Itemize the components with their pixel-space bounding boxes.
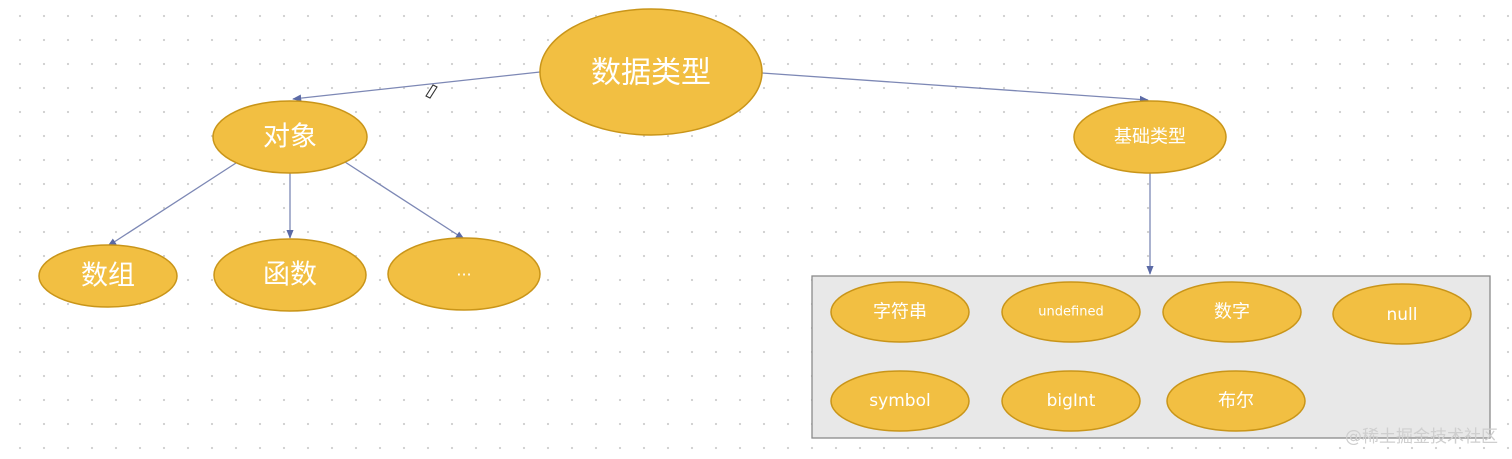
edge-object-more [344, 161, 465, 240]
node-object-label: 对象 [263, 122, 317, 153]
node-bigint-label: bigInt [1047, 391, 1096, 411]
node-bigint[interactable]: bigInt [1001, 370, 1141, 432]
node-basic-types-label: 基础类型 [1114, 127, 1186, 148]
node-null-label: null [1387, 305, 1418, 325]
node-null[interactable]: null [1332, 283, 1472, 345]
node-object[interactable]: 对象 [212, 100, 368, 174]
node-number-label: 数字 [1214, 302, 1250, 323]
node-symbol-label: symbol [869, 391, 930, 411]
node-more[interactable]: ... [387, 237, 541, 311]
node-root-label: 数据类型 [591, 56, 711, 91]
node-basic-types[interactable]: 基础类型 [1073, 100, 1227, 174]
node-string[interactable]: 字符串 [830, 281, 970, 343]
node-more-label: ... [456, 261, 471, 280]
node-boolean-label: 布尔 [1218, 391, 1254, 412]
edge-root-object [292, 71, 541, 102]
pen-cursor-icon [425, 84, 438, 99]
node-undefined[interactable]: undefined [1001, 281, 1141, 343]
node-root[interactable]: 数据类型 [539, 8, 763, 136]
node-array-label: 数组 [81, 261, 135, 292]
node-boolean[interactable]: 布尔 [1166, 370, 1306, 432]
node-number[interactable]: 数字 [1162, 281, 1302, 343]
edge-object-array [107, 162, 237, 247]
node-string-label: 字符串 [873, 302, 927, 323]
node-undefined-label: undefined [1038, 305, 1103, 320]
node-function[interactable]: 函数 [213, 238, 367, 312]
node-symbol[interactable]: symbol [830, 370, 970, 432]
node-function-label: 函数 [263, 260, 317, 291]
watermark-text: @稀土掘金技术社区 [1345, 427, 1498, 447]
node-array[interactable]: 数组 [38, 244, 178, 308]
edge-root-basic [761, 72, 1149, 104]
